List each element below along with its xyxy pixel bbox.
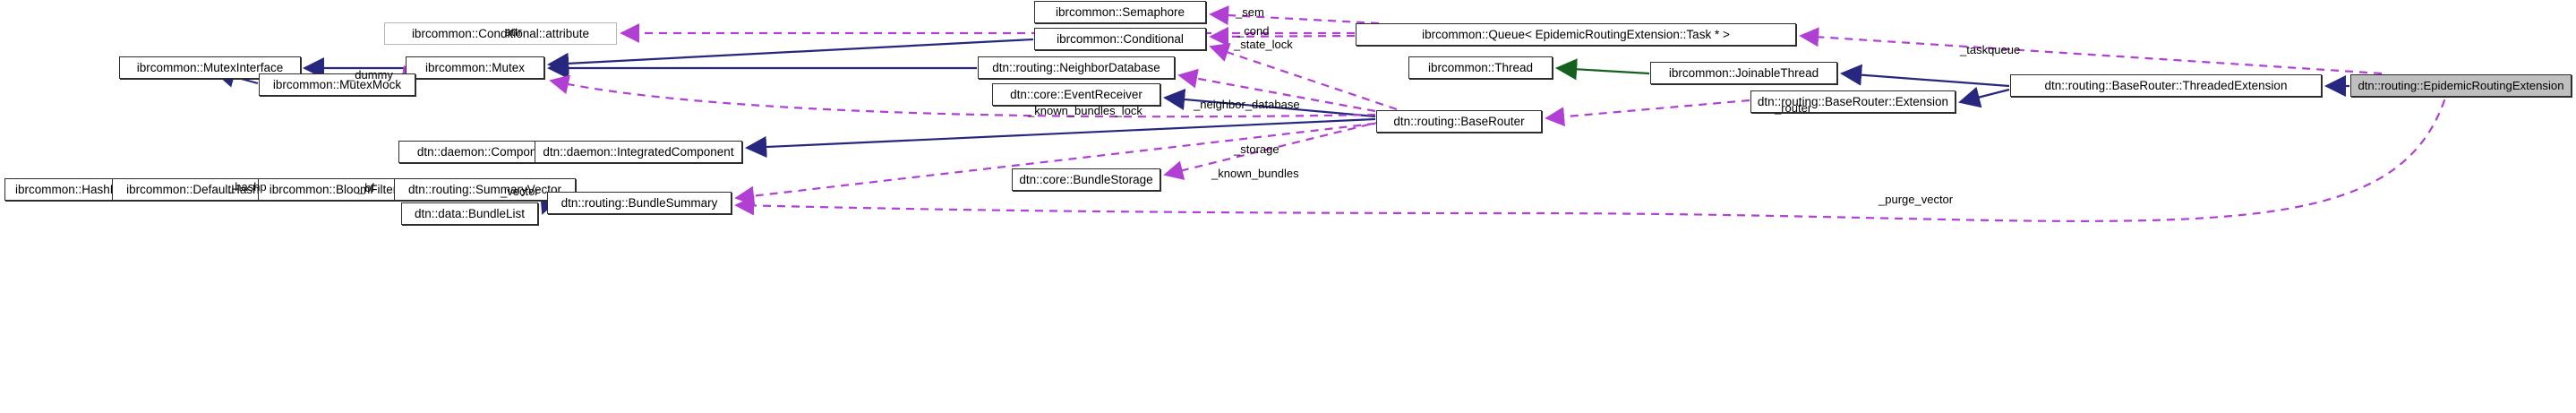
class-node-label: dtn::daemon::Component: [416, 144, 554, 159]
edge-label-purge_vector: _purge_vector: [1879, 193, 1954, 206]
class-node-label: dtn::routing::BundleSummary: [561, 195, 718, 210]
edge-queue-to-conditional-cond: [1209, 26, 1356, 47]
edge-label-sem: _sem: [1236, 5, 1264, 19]
edge-threadedext-to-routerextension: [1958, 86, 2010, 108]
class-node-label: dtn::routing::EpidemicRoutingExtension: [2358, 78, 2564, 92]
class-node-threaded_extension[interactable]: dtn::routing::BaseRouter::ThreadedExtens…: [2010, 74, 2322, 97]
class-node-label: dtn::routing::BaseRouter::Extension: [1757, 94, 1949, 108]
class-node-joinable_thread[interactable]: ibrcommon::JoinableThread: [1650, 62, 1837, 84]
edge-label-hashp: _hashp: [228, 180, 267, 194]
class-node-summary_vector[interactable]: dtn::routing::SummaryVector: [394, 178, 576, 201]
edge-label-taskqueue: _taskqueue: [1960, 43, 2021, 56]
edge-label-dummy: _dummy: [348, 68, 393, 82]
class-node-label: ibrcommon::JoinableThread: [1668, 65, 1819, 80]
class-node-label: ibrcommon::BloomFilter: [269, 182, 398, 196]
class-node-bundle_list[interactable]: dtn::data::BundleList: [401, 202, 538, 225]
class-node-label: ibrcommon::Thread: [1427, 60, 1534, 74]
class-node-label: dtn::core::BundleStorage: [1019, 172, 1153, 186]
class-node-mutex[interactable]: ibrcommon::Mutex: [406, 56, 544, 79]
class-node-label: dtn::routing::BaseRouter::ThreadedExtens…: [2044, 78, 2288, 92]
edge-routerext-to-baserouter-router: [1545, 99, 1750, 127]
class-node-label: ibrcommon::Mutex: [424, 60, 526, 74]
class-node-epidemic_ext[interactable]: dtn::routing::EpidemicRoutingExtension: [2350, 74, 2572, 97]
class-node-neighbor_database[interactable]: dtn::routing::NeighborDatabase: [978, 56, 1175, 79]
usage-edges: [257, 5, 2451, 222]
class-node-event_receiver[interactable]: dtn::core::EventReceiver: [992, 83, 1160, 106]
edge-label-attr: attr: [505, 25, 522, 39]
edge-label-bf: _bf: [358, 181, 375, 194]
class-node-label: ibrcommon::Conditional: [1057, 31, 1184, 46]
class-node-base_router[interactable]: dtn::routing::BaseRouter: [1376, 110, 1542, 133]
edge-bundlesummary-to-bundlelist: [540, 190, 561, 215]
edge-label-known_bundles_lock: _known_bundles_lock: [1028, 104, 1143, 117]
class-node-label: dtn::routing::BaseRouter: [1393, 114, 1525, 128]
edge-conditional-to-mutex: [546, 38, 1034, 74]
class-node-label: dtn::daemon::IntegratedComponent: [543, 144, 734, 159]
class-node-integrated_comp[interactable]: dtn::daemon::IntegratedComponent: [535, 141, 742, 163]
edge-threadedext-to-joinablethread: [1839, 64, 2010, 88]
class-node-label: dtn::data::BundleList: [414, 206, 526, 220]
class-node-thread[interactable]: ibrcommon::Thread: [1408, 56, 1553, 79]
edge-label-known_bundles: _known_bundles: [1211, 167, 1299, 180]
class-node-semaphore[interactable]: ibrcommon::Semaphore: [1034, 1, 1206, 23]
edge-label-cond: _cond: [1237, 24, 1270, 38]
class-node-mutex_mock[interactable]: ibrcommon::MutexMock: [259, 73, 415, 96]
edge-label-neighbor_database: _neighbor_database: [1194, 98, 1300, 111]
edge-label-router: _router: [1775, 101, 1812, 115]
class-node-bundle_summary[interactable]: dtn::routing::BundleSummary: [547, 192, 732, 214]
edge-joinablethread-to-thread: [1554, 58, 1650, 81]
edge-baserouter-to-integratedcomp: [744, 117, 1376, 159]
class-node-label: ibrcommon::MutexMock: [272, 77, 402, 91]
edge-label-vector: _vector: [501, 185, 539, 198]
class-node-label: ibrcommon::MutexInterface: [136, 60, 284, 74]
class-node-label: ibrcommon::Conditional::attribute: [411, 26, 590, 40]
class-node-label: ibrcommon::Semaphore: [1055, 4, 1185, 19]
edge-label-state_lock: _state_lock: [1234, 38, 1293, 51]
edge-label-storage: _storage: [1234, 142, 1279, 156]
class-node-label: ibrcommon::Queue< EpidemicRoutingExtensi…: [1422, 27, 1730, 41]
class-node-queue_task[interactable]: ibrcommon::Queue< EpidemicRoutingExtensi…: [1356, 23, 1796, 46]
edge-epidemic-to-bundlesummary-purge: [734, 85, 2451, 222]
class-node-router_extension[interactable]: dtn::routing::BaseRouter::Extension: [1750, 90, 1956, 113]
edge-epidemic-to-queue-taskqueue: [1799, 27, 2383, 75]
class-node-label: dtn::core::EventReceiver: [1010, 87, 1143, 101]
class-node-bundle_storage[interactable]: dtn::core::BundleStorage: [1012, 168, 1160, 191]
class-node-conditional[interactable]: ibrcommon::Conditional: [1034, 28, 1206, 50]
class-node-label: dtn::routing::SummaryVector: [407, 182, 562, 196]
class-node-cond_attribute[interactable]: ibrcommon::Conditional::attribute: [384, 22, 617, 45]
class-node-label: dtn::routing::NeighborDatabase: [992, 60, 1160, 74]
class-node-bloom_filter[interactable]: ibrcommon::BloomFilter: [258, 178, 408, 201]
